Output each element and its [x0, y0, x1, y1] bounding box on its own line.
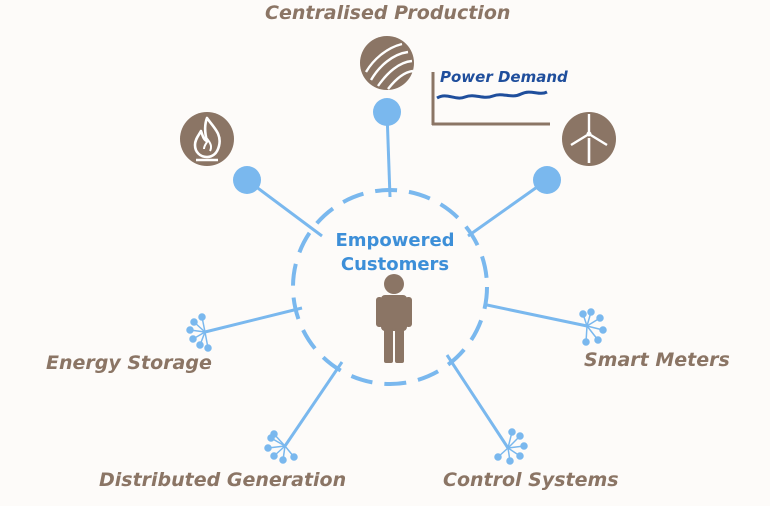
node-wind [533, 166, 561, 194]
fanout-energy-storage [186, 313, 212, 352]
branch-energy-storage [204, 306, 303, 334]
fanout-control-systems [494, 428, 528, 465]
branch-smart-meters [486, 303, 588, 328]
label-energy-storage: Energy Storage [46, 352, 212, 374]
person-icon [376, 274, 412, 363]
fanout-distributed-generation [264, 430, 298, 464]
node-solar [373, 98, 401, 126]
branch-control-systems [445, 354, 510, 449]
label-control-systems: Control Systems [443, 469, 619, 491]
power-demand-chart [431, 72, 550, 126]
connector-fire [246, 178, 323, 238]
fire-icon [180, 112, 234, 166]
center-label: Empowered Customers [310, 229, 480, 277]
connector-wind [467, 178, 548, 238]
solar-panel-icon [360, 36, 414, 90]
center-label-line1: Empowered [335, 230, 455, 251]
label-distributed-generation: Distributed Generation [99, 469, 347, 491]
center-label-line2: Customers [340, 254, 450, 275]
demand-curve [436, 90, 548, 100]
title-centralised-production: Centralised Production [265, 2, 511, 24]
wind-turbine-icon [562, 112, 616, 166]
branch-distributed-generation [283, 361, 344, 447]
node-fire [233, 166, 261, 194]
connector-solar [385, 111, 392, 198]
label-smart-meters: Smart Meters [584, 349, 730, 371]
power-demand-label: Power Demand [440, 68, 568, 86]
fanout-smart-meters [579, 308, 607, 346]
